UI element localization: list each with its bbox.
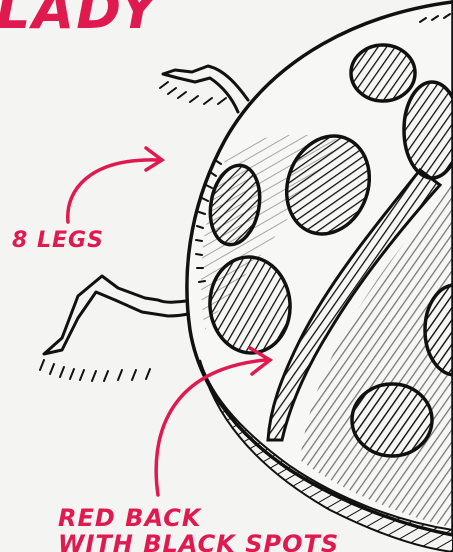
spot bbox=[404, 82, 453, 178]
back-annotation-line1: RED BACK bbox=[58, 504, 202, 532]
page-title: LADY bbox=[0, 0, 160, 41]
legs-annotation: 8 LEGS bbox=[12, 228, 104, 253]
back-annotation-line2: WITH BLACK SPOTS bbox=[58, 530, 339, 552]
lower-leg bbox=[44, 276, 206, 354]
spot bbox=[352, 384, 432, 456]
spot bbox=[351, 45, 415, 101]
